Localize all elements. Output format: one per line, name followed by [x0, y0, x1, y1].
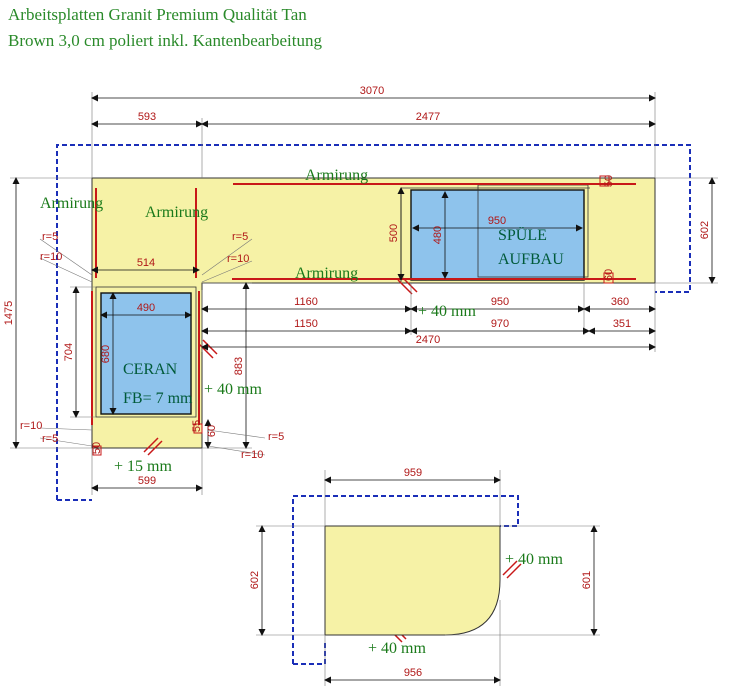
dim-front-950: 950: [491, 296, 509, 308]
label-armirung-left: Armirung: [40, 195, 103, 212]
label-sink-line2: AUFBAU: [498, 251, 564, 268]
radius-r10-b: r=10: [227, 253, 249, 265]
dim-cooktop-outer-depth: 704: [63, 343, 75, 361]
label-edge-40-sink: + 40 mm: [418, 303, 476, 320]
edge-hatches: [143, 277, 522, 643]
dim-front-970: 970: [491, 318, 509, 330]
dimension-lines: [10, 92, 718, 686]
dim-sink-inner-width: 950: [488, 215, 506, 227]
label-edge-15: + 15 mm: [114, 458, 172, 475]
label-ceran-line2: FB= 7 mm: [123, 390, 193, 407]
title-line-1: Arbeitsplatten Granit Premium Qualität T…: [8, 5, 307, 24]
radius-r10-a: r=10: [40, 251, 62, 263]
dim-left-arm-depth: 883: [233, 357, 245, 375]
dim-small-60-b: 60: [603, 269, 615, 281]
cooktop-rim: [95, 286, 197, 418]
dim-left-bottom-width: 599: [138, 475, 156, 487]
label-armirung-top: Armirung: [305, 167, 368, 184]
corner-markers: [92, 175, 614, 456]
dim-small-60: 60: [206, 425, 218, 437]
dim-left-width: 593: [138, 111, 156, 123]
radius-r10-c: r=10: [20, 420, 42, 432]
dim-cooktop-inner-depth: 680: [100, 345, 112, 363]
dim-small-55: 55: [191, 420, 203, 432]
label-edge-40-second-bottom: + 40 mm: [368, 640, 426, 657]
dim-second-left-depth: 602: [249, 571, 261, 589]
dim-front-1150: 1150: [294, 318, 318, 330]
dim-sink-inner-depth: 480: [432, 226, 444, 244]
dim-second-top-width: 959: [404, 467, 422, 479]
title-line-2: Brown 3,0 cm poliert inkl. Kantenbearbei…: [8, 31, 322, 50]
dim-small-50-a: 50: [603, 175, 615, 187]
radius-r5-a: r=5: [42, 231, 58, 243]
second-countertop: [324, 525, 501, 636]
label-edge-40-left: + 40 mm: [204, 381, 262, 398]
dim-front-360: 360: [611, 296, 629, 308]
dim-small-50-b: 50: [91, 442, 103, 454]
wall-outline-second-bottom: [293, 640, 326, 665]
dim-right-width: 2477: [416, 111, 440, 123]
radius-r5-b: r=5: [232, 231, 248, 243]
dim-left-arm-width: 514: [137, 257, 155, 269]
wall-outline-main: [56, 144, 691, 500]
dim-overall-width: 3070: [360, 85, 384, 97]
label-edge-40-second-right: + 40 mm: [505, 551, 563, 568]
dim-front-2470: 2470: [416, 334, 440, 346]
dim-right-depth: 602: [699, 221, 711, 239]
dim-second-right-depth: 601: [581, 571, 593, 589]
dim-cooktop-width: 490: [137, 302, 155, 314]
label-armirung-bottom: Armirung: [295, 265, 358, 282]
radius-r5-c: r=5: [42, 433, 58, 445]
radius-r5-d: r=5: [268, 431, 284, 443]
radius-r10-d: r=10: [241, 449, 263, 461]
label-armirung-middle: Armirung: [145, 204, 208, 221]
dim-front-1160: 1160: [294, 296, 318, 308]
label-sink-line1: SPÜLE: [498, 226, 547, 244]
dim-left-depth-total: 1475: [3, 301, 15, 325]
dim-front-351: 351: [613, 318, 631, 330]
label-ceran-line1: CERAN: [123, 361, 178, 378]
dim-second-bottom-width: 956: [404, 667, 422, 679]
drawing-title: Arbeitsplatten Granit Premium Qualität T…: [8, 2, 568, 54]
dim-sink-cut-depth: 500: [388, 224, 400, 242]
